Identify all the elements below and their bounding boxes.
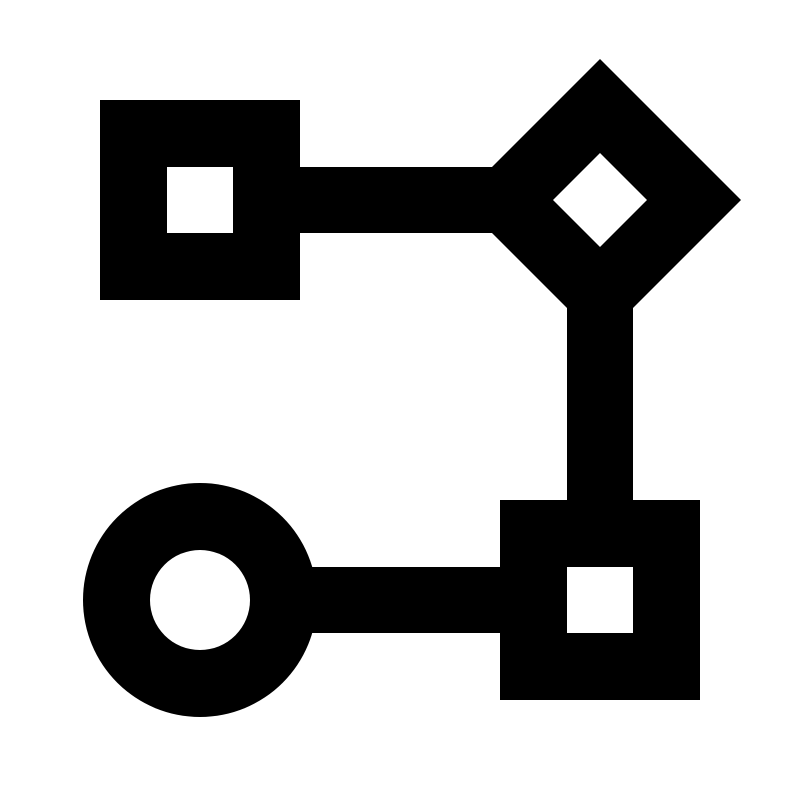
circle-node-bottom-left-hole — [150, 550, 250, 650]
diamond-node-top-right-hole — [553, 153, 647, 247]
square-node-top-left-hole — [167, 167, 233, 233]
square-node-bottom-right-hole — [567, 567, 633, 633]
